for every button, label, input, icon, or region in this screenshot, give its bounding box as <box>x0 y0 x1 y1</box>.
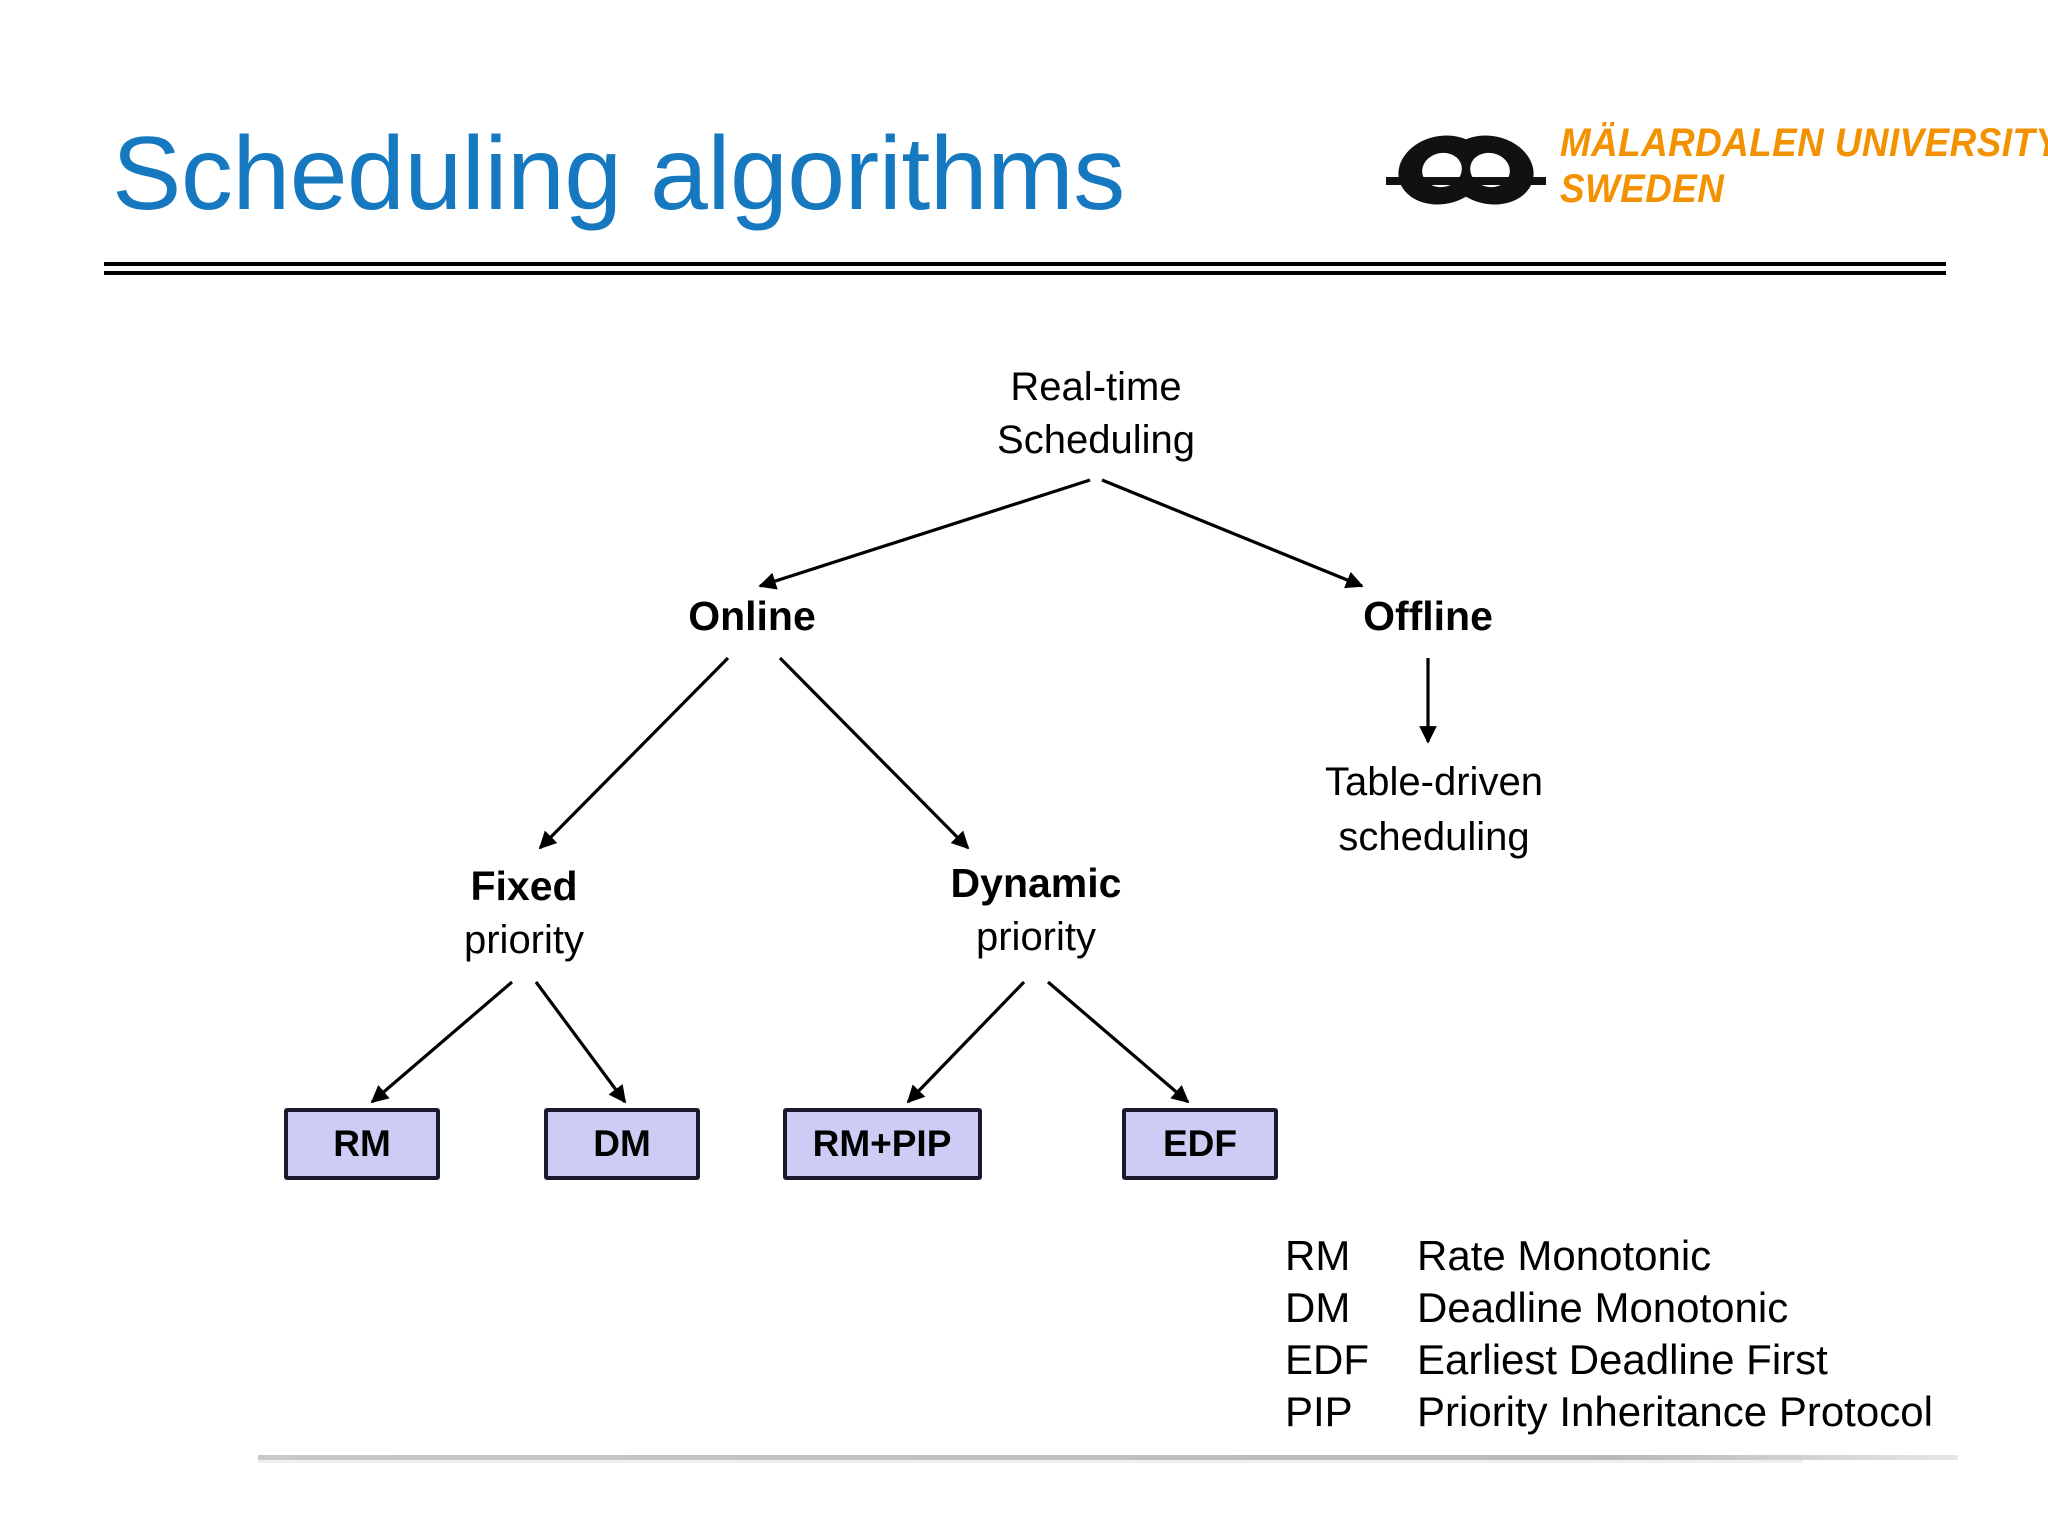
edge-online-to-fixed <box>538 656 730 850</box>
malardalen-logo-mark-icon <box>1386 135 1546 205</box>
abbreviation-legend: RM Rate Monotonic DM Deadline Monotonic … <box>1285 1232 2025 1440</box>
scheduling-tree-diagram: Real-time Scheduling Online Offline Tabl… <box>0 290 2048 1290</box>
logo-line-country: SWEDEN <box>1560 167 1725 211</box>
node-fixed-line1: Fixed <box>470 863 577 909</box>
legend-abbr: EDF <box>1285 1336 1369 1383</box>
legend-row: PIP Priority Inheritance Protocol <box>1285 1388 2025 1440</box>
leaf-box-rm-pip-label: RM+PIP <box>813 1123 952 1164</box>
legend-abbr: DM <box>1285 1284 1351 1331</box>
edge-root-to-online <box>758 478 1091 590</box>
header-divider-line-top <box>104 262 1946 266</box>
legend-row: RM Rate Monotonic <box>1285 1232 2025 1284</box>
edge-online-to-dynamic <box>778 656 970 850</box>
legend-row: EDF Earliest Deadline First <box>1285 1336 2025 1388</box>
leaf-box-edf-label: EDF <box>1163 1123 1237 1164</box>
leaf-box-rm-label: RM <box>333 1123 391 1164</box>
leaf-box-rm[interactable]: RM <box>284 1108 440 1180</box>
leaf-box-dm-label: DM <box>593 1123 651 1164</box>
logo-line-university: MÄLARDALEN UNIVERSITY <box>1560 121 2048 165</box>
edge-dynamic-to-rmpip <box>906 980 1026 1104</box>
leaf-box-edf[interactable]: EDF <box>1122 1108 1278 1180</box>
page-title: Scheduling algorithms <box>112 116 1125 232</box>
node-dynamic-line1: Dynamic <box>951 860 1122 906</box>
legend-desc: Priority Inheritance Protocol <box>1417 1388 1933 1435</box>
node-online-label: Online <box>688 593 816 639</box>
legend-row: DM Deadline Monotonic <box>1285 1284 2025 1336</box>
node-root-line2: Scheduling <box>997 418 1195 462</box>
node-table-driven-line1: Table-driven <box>1325 760 1543 804</box>
node-root-line1: Real-time <box>1010 365 1181 409</box>
edge-fixed-to-rm <box>370 980 514 1104</box>
university-logo: MÄLARDALEN UNIVERSITY SWEDEN <box>1386 112 2048 222</box>
leaf-box-dm[interactable]: DM <box>544 1108 700 1180</box>
logo-wordmark: MÄLARDALEN UNIVERSITY SWEDEN <box>1560 120 2048 216</box>
legend-abbr: RM <box>1285 1232 1351 1279</box>
legend-desc: Earliest Deadline First <box>1417 1336 1828 1383</box>
header-divider-line-bottom <box>104 271 1946 275</box>
legend-desc: Rate Monotonic <box>1417 1232 1712 1279</box>
legend-abbr: PIP <box>1285 1388 1353 1435</box>
slide-header: Scheduling algorithms MÄLARDALEN UNIVERS… <box>0 0 2048 290</box>
node-fixed-line2: priority <box>464 918 584 962</box>
node-dynamic-line2: priority <box>976 915 1096 959</box>
leaf-box-rm-pip[interactable]: RM+PIP <box>783 1108 982 1180</box>
footer-divider-shadow <box>258 1460 1803 1463</box>
header-divider <box>104 262 1946 275</box>
edge-fixed-to-dm <box>534 981 627 1104</box>
node-offline-label: Offline <box>1363 593 1493 639</box>
legend-desc: Deadline Monotonic <box>1417 1284 1789 1331</box>
node-table-driven-line2: scheduling <box>1338 815 1529 859</box>
edge-dynamic-to-edf <box>1046 980 1190 1104</box>
edge-root-to-offline <box>1101 478 1364 589</box>
footer-divider <box>258 1455 1958 1460</box>
